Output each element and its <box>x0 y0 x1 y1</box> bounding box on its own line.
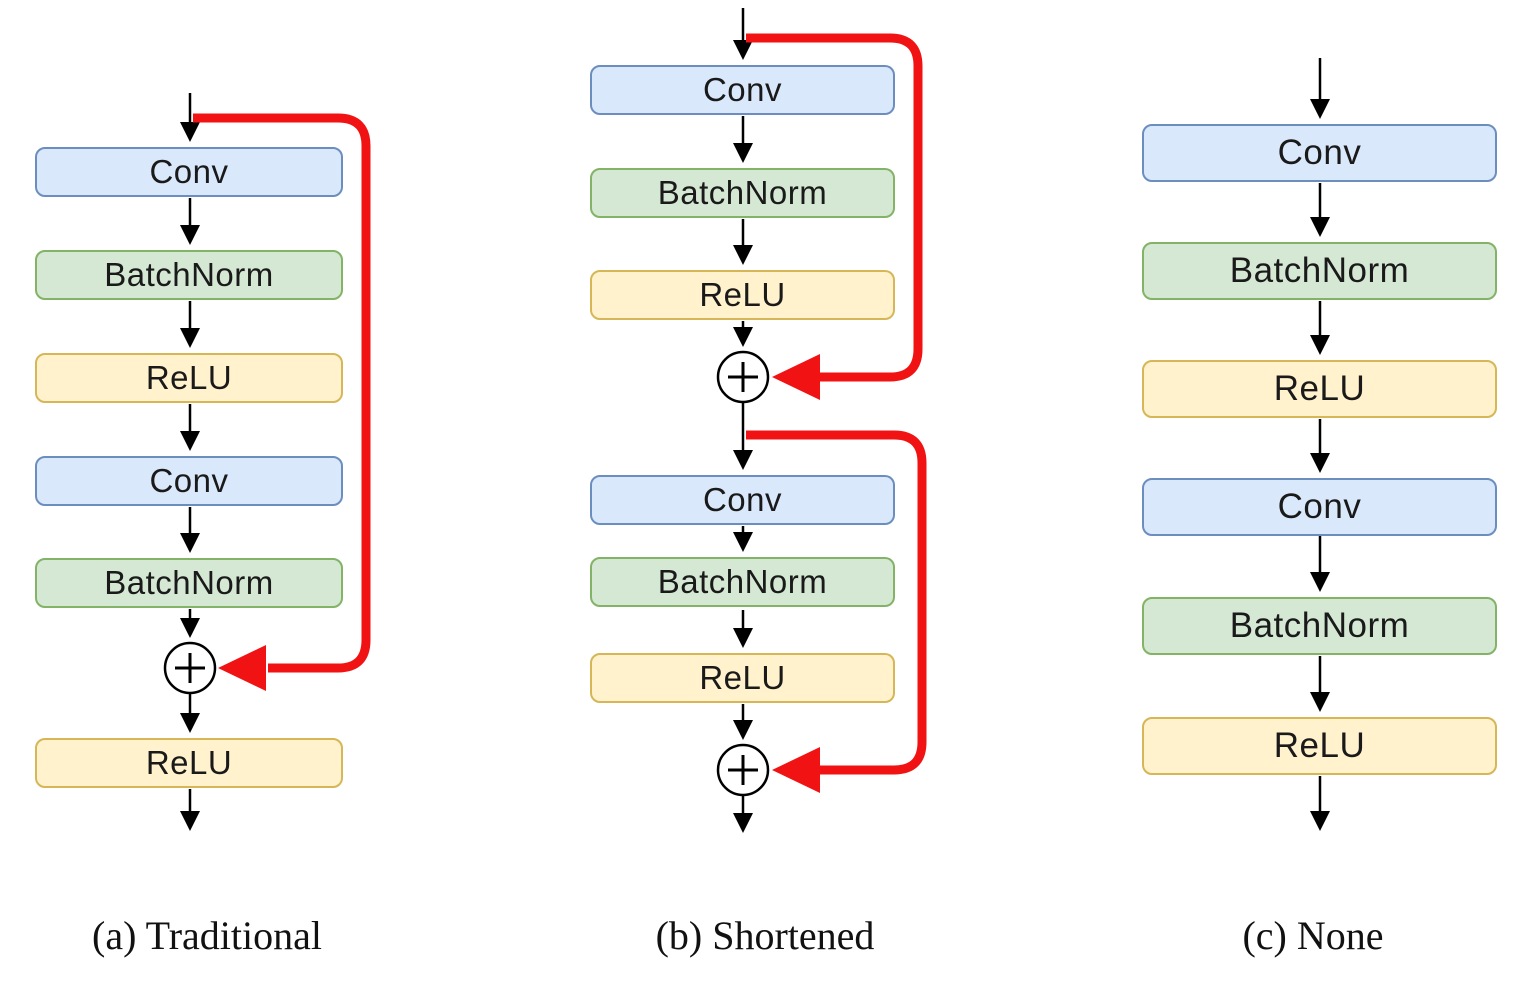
node-conv: Conv <box>35 456 343 506</box>
node-relu: ReLU <box>590 653 895 703</box>
panel-a-skip-connection <box>193 113 371 691</box>
node-batchnorm: BatchNorm <box>590 168 895 218</box>
node-conv: Conv <box>35 147 343 197</box>
node-relu: ReLU <box>590 270 895 320</box>
node-batchnorm: BatchNorm <box>1142 597 1497 655</box>
adder-plus-icon <box>716 350 770 404</box>
adder-plus-icon <box>716 743 770 797</box>
node-conv: Conv <box>1142 478 1497 536</box>
node-conv: Conv <box>590 65 895 115</box>
panel-b-skip-connections <box>746 33 927 793</box>
node-batchnorm: BatchNorm <box>35 250 343 300</box>
node-relu: ReLU <box>1142 360 1497 418</box>
skip-arrow <box>193 113 371 673</box>
panel-b-caption: (b) Shortened <box>655 913 875 958</box>
node-relu: ReLU <box>35 738 343 788</box>
skip-arrow <box>746 430 927 775</box>
adder-plus-icon <box>163 641 217 695</box>
skip-arrowhead-icon <box>772 354 820 400</box>
node-relu: ReLU <box>1142 717 1497 775</box>
panel-c-caption: (c) None <box>1242 913 1384 958</box>
node-relu: ReLU <box>35 353 343 403</box>
skip-arrowhead-icon <box>772 747 820 793</box>
node-conv: Conv <box>1142 124 1497 182</box>
skip-arrowhead-icon <box>218 645 266 691</box>
skip-arrow <box>746 33 923 382</box>
panel-a-caption: (a) Traditional <box>92 913 322 958</box>
node-batchnorm: BatchNorm <box>35 558 343 608</box>
node-batchnorm: BatchNorm <box>590 557 895 607</box>
node-conv: Conv <box>590 475 895 525</box>
node-batchnorm: BatchNorm <box>1142 242 1497 300</box>
